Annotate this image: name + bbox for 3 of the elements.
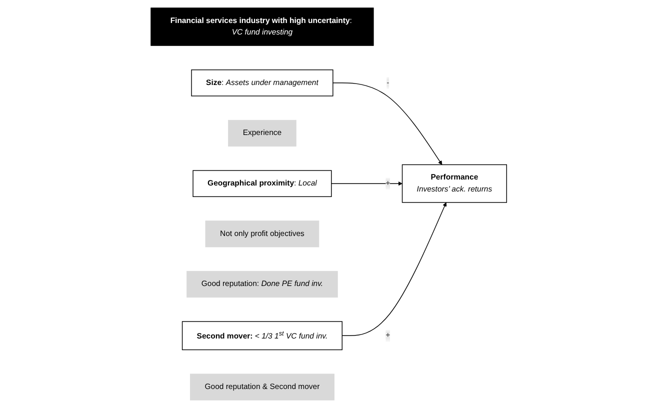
arrow — [342, 202, 447, 336]
arrow — [332, 82, 442, 165]
arrow — [331, 181, 403, 186]
